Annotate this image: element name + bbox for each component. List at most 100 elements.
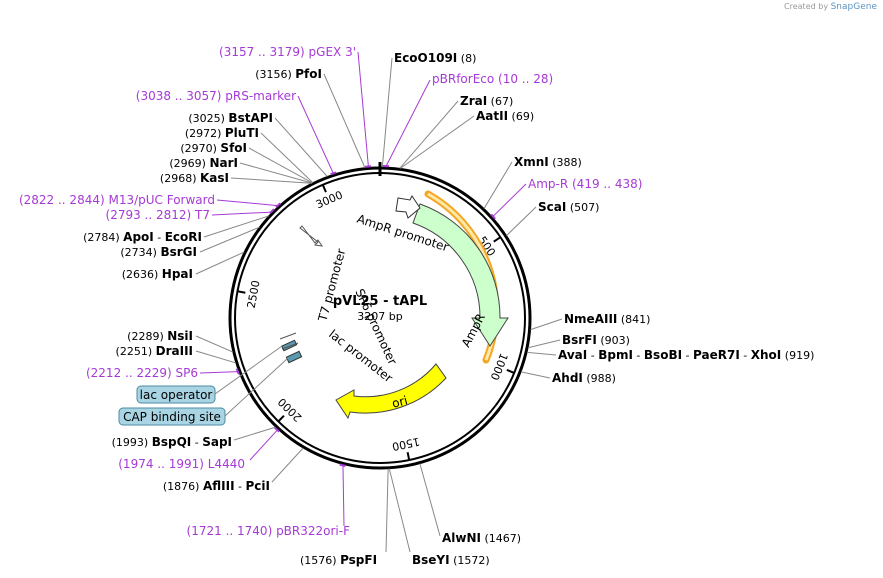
primer-label-sp6: (2212 .. 2229) SP6 (86, 366, 198, 380)
primer-mark (275, 202, 282, 208)
leader-line (483, 161, 513, 209)
primer-label-pbr322ori-f: (1721 .. 1740) pBR322ori-F (187, 524, 351, 538)
lac-operator-label: lac operator (140, 388, 213, 402)
leader-line (385, 468, 389, 553)
primer-label-pbrforeco: pBRforEco (10 .. 28) (432, 72, 553, 86)
enzyme-label-xmni: XmnI (388) (514, 155, 582, 169)
tick-mark (493, 236, 501, 243)
primer-mark (490, 213, 496, 220)
tick-mark (237, 290, 246, 294)
enzyme-label-bsrfi: BsrFI (903) (562, 333, 630, 347)
leader-line (249, 429, 279, 461)
primer-mark (235, 368, 240, 375)
enzyme-label-ecoo109i: EcoO109I (8) (394, 51, 476, 65)
ori-arrow (335, 363, 447, 420)
primer-label-pgex-3-: (3157 .. 3179) pGEX 3' (219, 45, 356, 59)
enzyme-label-draiii: (2251) DraIII (116, 344, 193, 358)
leader-line (239, 162, 313, 184)
tick-mark (506, 368, 515, 374)
enzyme-label-nari: (2969) NarI (169, 156, 238, 170)
leader-line (230, 177, 312, 184)
enzyme-group-pcii: (1876) AflIII - PciI (163, 479, 270, 493)
enzyme-label-pspfi: (1576) PspFI (300, 553, 377, 567)
leader-line (297, 95, 335, 175)
leader-line (357, 51, 369, 168)
enzyme-label-bseyi: BseYI (1572) (412, 553, 490, 567)
enzyme-label-scai: ScaI (507) (538, 200, 599, 214)
enzyme-group-xhoi: AvaI - BpmI - BsoBI - PaeR7I - XhoI (919… (558, 348, 814, 362)
snapgene-credit: Created by SnapGene (784, 2, 877, 12)
enzyme-label-sfoi: (2970) SfoI (180, 141, 247, 155)
ampr-arrow (412, 203, 509, 347)
leader-line (260, 132, 314, 184)
leader-line (211, 211, 273, 216)
enzyme-label-ahdi: AhdI (988) (552, 371, 616, 385)
leader-line (203, 215, 269, 238)
enzyme-label-pfoi: (3156) PfoI (255, 67, 322, 81)
enzyme-label-zrai: ZraI (67) (460, 94, 513, 108)
leader-line (195, 251, 245, 275)
leader-line (195, 350, 236, 364)
enzyme-group-sapi: (1993) BspQI - SapI (112, 435, 232, 449)
enzyme-label-alwni: AlwNI (1467) (442, 531, 521, 545)
t7-promoter-arrow (299, 225, 324, 247)
tick-mark (406, 451, 411, 461)
leader-line (216, 199, 280, 207)
primer-label-t7: (2793 .. 2812) T7 (106, 208, 210, 222)
leader-line (199, 371, 239, 374)
tick-label: 2500 (245, 279, 263, 309)
primer-mark (269, 208, 275, 215)
leader-line (199, 226, 260, 253)
leader-line (381, 57, 393, 168)
primer-mark (330, 171, 337, 176)
leader-line (388, 468, 411, 553)
tick-mark (321, 184, 327, 193)
leader-lines (195, 51, 563, 553)
primer-label-l4440: (1974 .. 1991) L4440 (118, 457, 245, 471)
enzyme-label-pluti: (2972) PluTI (185, 126, 259, 140)
leader-line (527, 339, 561, 349)
enzyme-group-ecori: (2784) ApoI - EcoRI (83, 230, 202, 244)
primer-mark (274, 426, 280, 433)
enzyme-label-aatii: AatII (69) (476, 109, 534, 123)
leader-line (248, 147, 313, 184)
lac-operator-box (136, 385, 216, 404)
leader-line (385, 79, 431, 168)
primer-label-m13-puc-forward: (2822 .. 2844) M13/pUC Forward (19, 193, 215, 207)
leader-line (274, 117, 328, 177)
tick-mark (277, 414, 285, 423)
leader-line (399, 100, 459, 169)
primer-label-amp-r: Amp-R (419 .. 438) (528, 177, 642, 191)
feature-label-ori: ori (390, 393, 409, 411)
leader-line (419, 463, 441, 537)
leader-line (195, 335, 234, 353)
ampr-promoter-arrow (395, 195, 421, 219)
plasmid-length: 3207 bp (357, 310, 402, 323)
enzyme-label-bstapi: (3025) BstAPI (188, 111, 273, 125)
cap-binding-label: CAP binding site (123, 410, 221, 424)
leader-line (520, 371, 551, 379)
tick-label: 3000 (314, 188, 345, 211)
leader-line (271, 447, 304, 483)
tick-label: 1500 (391, 435, 421, 453)
promoter-dash-marks (279, 332, 299, 350)
leader-line (530, 318, 563, 331)
cap-binding-box (118, 407, 226, 426)
leader-line (233, 426, 276, 441)
lac-operator-mark (281, 339, 298, 352)
enzyme-label-bsrgi: (2734) BsrGI (120, 245, 197, 259)
leader-line (323, 73, 366, 168)
leader-line (400, 115, 475, 169)
cap-site-mark (285, 350, 303, 364)
primer-label-prs-marker: (3038 .. 3057) pRS-marker (136, 89, 296, 103)
leader-line (491, 183, 527, 218)
enzyme-label-kasi: (2968) KasI (160, 171, 229, 185)
plasmid-name: pVL25 - tAPL (333, 294, 427, 309)
enzyme-label-nmeaiii: NmeAIII (841) (564, 312, 650, 326)
site-labels: EcoO109I (8) pBRforEco (10 .. 28) ZraI (67… (19, 45, 814, 567)
primer-mark (339, 463, 346, 467)
leader-line (342, 464, 345, 527)
leader-line (526, 351, 557, 356)
enzyme-label-hpai: (2636) HpaI (122, 267, 193, 281)
